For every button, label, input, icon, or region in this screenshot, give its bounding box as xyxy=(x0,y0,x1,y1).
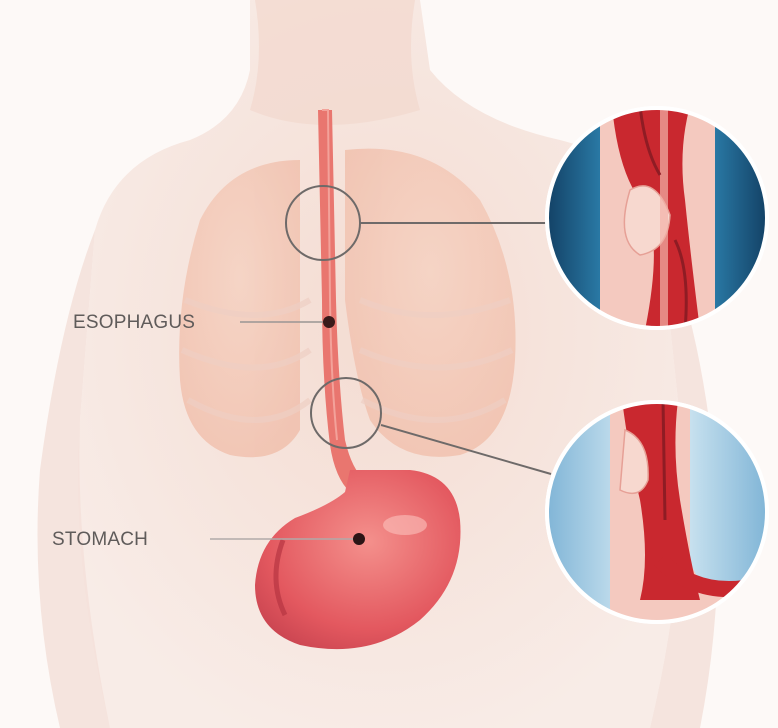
lower-zoom-view xyxy=(545,400,770,624)
upper-zoom-view xyxy=(545,106,769,330)
stomach-dot-marker xyxy=(353,533,365,545)
esophagus-label: ESOPHAGUS xyxy=(73,312,195,334)
esophagus-dot-marker xyxy=(323,316,335,328)
stomach-label: STOMACH xyxy=(52,529,148,551)
